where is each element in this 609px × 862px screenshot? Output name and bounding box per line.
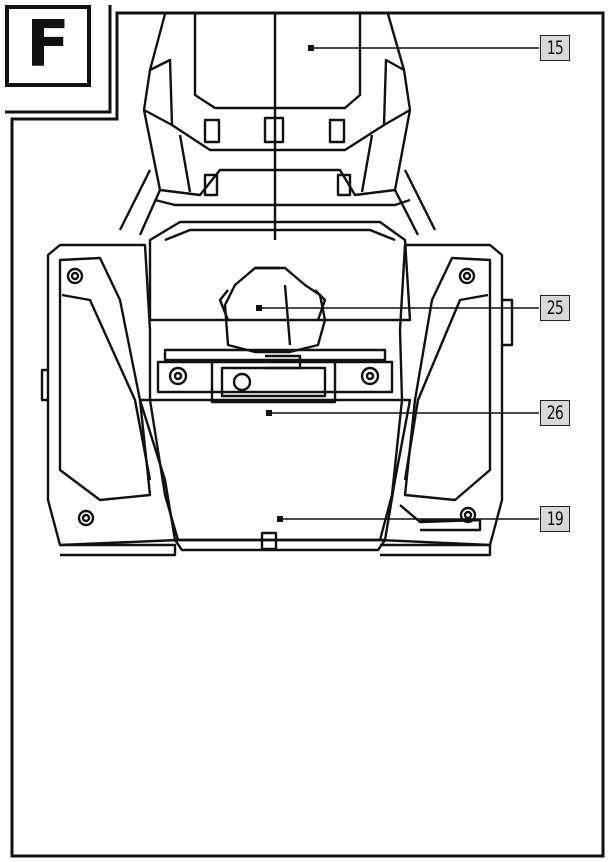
callout-label: 19 bbox=[546, 508, 564, 530]
leader-lines bbox=[259, 47, 539, 520]
callout-25: 25 bbox=[540, 295, 570, 321]
callout-19: 19 bbox=[540, 506, 570, 532]
figure-letter-box: F bbox=[5, 5, 91, 87]
device-illustration bbox=[40, 13, 514, 557]
callout-15: 15 bbox=[540, 35, 570, 61]
figure-letter: F bbox=[26, 8, 70, 82]
callout-label: 15 bbox=[546, 37, 564, 59]
callout-label: 26 bbox=[546, 402, 564, 424]
figure-border bbox=[10, 11, 605, 858]
letter-notch bbox=[5, 5, 112, 114]
leader-dots bbox=[256, 45, 314, 522]
callout-26: 26 bbox=[540, 400, 570, 426]
callout-label: 25 bbox=[546, 297, 564, 319]
